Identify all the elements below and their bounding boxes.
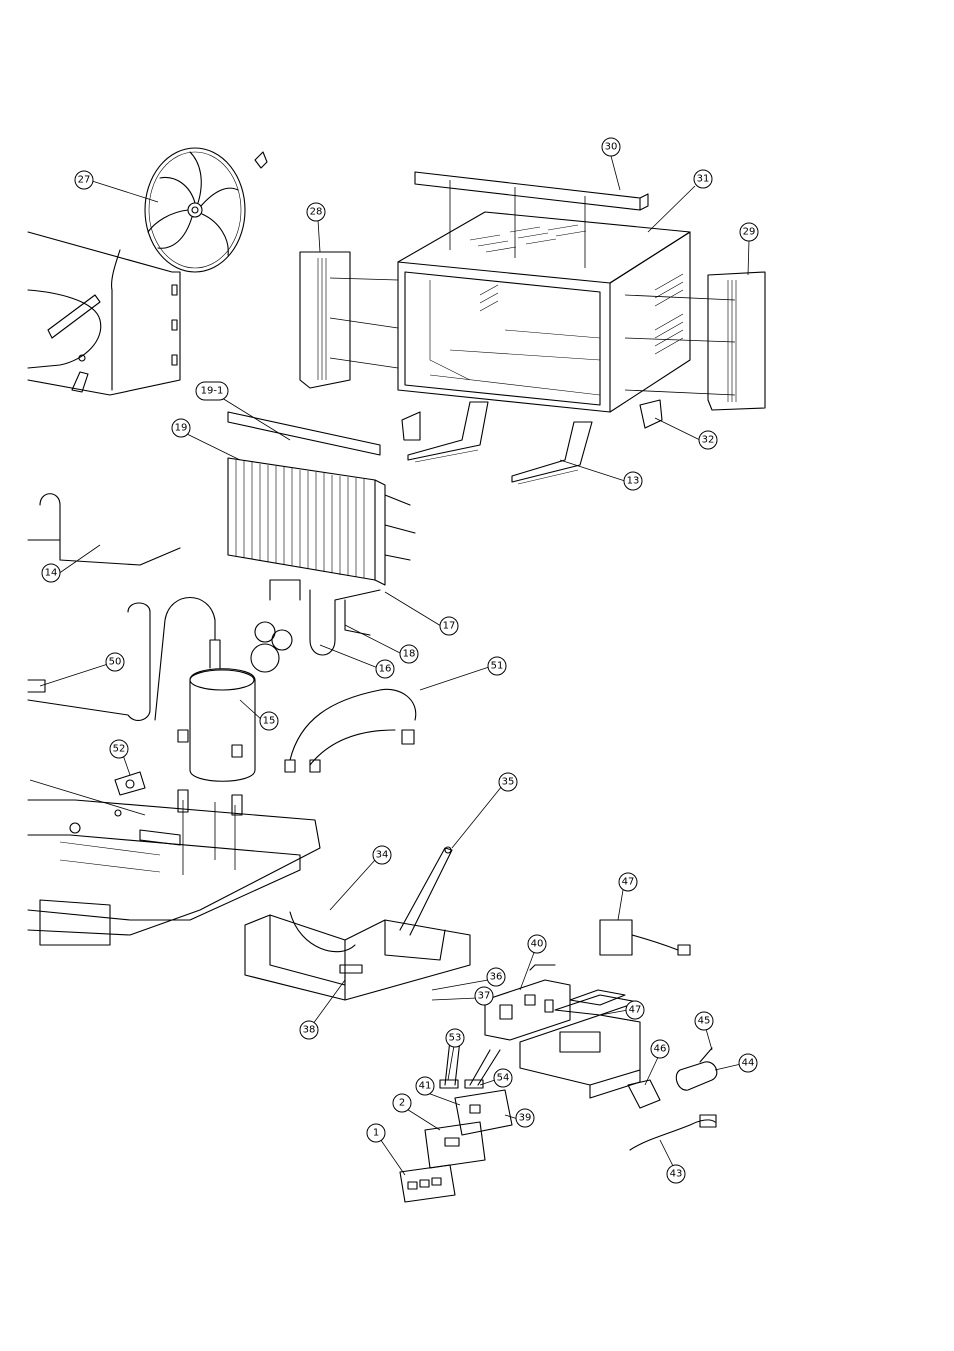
callout-17: 17 [439, 616, 459, 636]
callout-50: 50 [105, 652, 125, 672]
bracket-part [401, 399, 663, 441]
svg-text:35: 35 [502, 777, 515, 788]
callout-13: 13 [623, 471, 643, 491]
callout-18: 18 [399, 644, 419, 664]
svg-text:31: 31 [697, 174, 710, 185]
svg-text:17: 17 [443, 621, 456, 632]
svg-text:47: 47 [629, 1005, 642, 1016]
callout-52: 52 [109, 739, 129, 759]
side-curtain-right-part [624, 271, 766, 411]
svg-text:34: 34 [376, 850, 389, 861]
top-rail-part [414, 171, 649, 268]
callout-32: 32 [698, 430, 718, 450]
leader-lines [39, 155, 750, 1176]
svg-text:29: 29 [743, 227, 756, 238]
callout-31: 31 [693, 169, 713, 189]
piping-part [27, 493, 381, 721]
svg-text:27: 27 [78, 175, 91, 186]
callout-53: 53 [445, 1028, 465, 1048]
svg-text:18: 18 [403, 649, 416, 660]
callout-36: 36 [486, 967, 506, 987]
callout-19: 19 [171, 418, 191, 438]
callout-47-transformer: 47 [618, 872, 638, 892]
svg-text:52: 52 [113, 744, 126, 755]
display-harness-part [439, 1039, 501, 1089]
svg-text:2: 2 [399, 1098, 405, 1109]
callout-37: 37 [474, 986, 494, 1006]
foam-base-part [244, 846, 471, 1001]
callout-54: 54 [493, 1068, 513, 1088]
callout-2: 2 [392, 1093, 412, 1113]
condenser-coil-part [227, 457, 416, 586]
svg-text:43: 43 [670, 1169, 683, 1180]
svg-text:14: 14 [45, 568, 58, 579]
svg-text:46: 46 [654, 1044, 667, 1055]
callout-43: 43 [666, 1164, 686, 1184]
fan-shroud-part [27, 231, 181, 396]
fan-blade-part [144, 147, 268, 273]
svg-text:41: 41 [419, 1081, 432, 1092]
base-pan-part [27, 779, 321, 946]
svg-text:51: 51 [491, 661, 504, 672]
button-cover-part [399, 1164, 456, 1203]
transformer-part [599, 919, 691, 956]
svg-text:47: 47 [622, 877, 635, 888]
compressor-part [177, 621, 293, 816]
thermistor-part [629, 1114, 717, 1151]
display-pcb-part [454, 1089, 513, 1136]
base-rail-left-part [407, 401, 489, 463]
svg-text:13: 13 [627, 476, 640, 487]
main-pcb-part [484, 964, 571, 1041]
callout-34: 34 [372, 845, 392, 865]
svg-text:39: 39 [519, 1113, 532, 1124]
svg-text:54: 54 [497, 1073, 510, 1084]
svg-text:37: 37 [478, 991, 491, 1002]
svg-text:32: 32 [702, 435, 715, 446]
condenser-cover-part [227, 411, 381, 456]
control-box-part [519, 989, 641, 1099]
svg-text:15: 15 [263, 716, 276, 727]
callout-46: 46 [650, 1039, 670, 1059]
callout-16: 16 [375, 659, 395, 679]
callout-44: 44 [738, 1053, 758, 1073]
cabinet-part [397, 211, 691, 413]
callout-15: 15 [259, 711, 279, 731]
callout-30: 30 [601, 137, 621, 157]
wire-harness-part [284, 688, 417, 773]
svg-text:38: 38 [303, 1025, 316, 1036]
callout-39: 39 [515, 1108, 535, 1128]
callout-14: 14 [41, 563, 61, 583]
svg-text:30: 30 [605, 142, 618, 153]
svg-text:19-1: 19-1 [201, 386, 224, 397]
control-panel-part [424, 1121, 486, 1169]
svg-text:45: 45 [698, 1016, 711, 1027]
callout-1: 1 [366, 1123, 386, 1143]
base-rail-right-part [511, 421, 593, 485]
callout-41: 41 [415, 1076, 435, 1096]
svg-text:53: 53 [449, 1033, 462, 1044]
svg-text:44: 44 [742, 1058, 755, 1069]
callout-29: 29 [739, 222, 759, 242]
svg-text:36: 36 [490, 972, 503, 983]
callout-47-box: 47 [625, 1000, 645, 1020]
svg-text:50: 50 [109, 657, 122, 668]
callout-45: 45 [694, 1011, 714, 1031]
svg-text:40: 40 [531, 939, 544, 950]
callout-28: 28 [306, 202, 326, 222]
svg-text:28: 28 [310, 207, 323, 218]
callout-38: 38 [299, 1020, 319, 1040]
callout-19-1: 19-1 [195, 381, 229, 401]
overload-protector-part [114, 771, 146, 796]
callout-40: 40 [527, 934, 547, 954]
callout-35: 35 [498, 772, 518, 792]
side-curtain-left-part [299, 251, 399, 389]
synchronous-motor-part [627, 1079, 661, 1109]
svg-text:1: 1 [373, 1128, 379, 1139]
svg-text:19: 19 [175, 423, 188, 434]
svg-text:16: 16 [379, 664, 392, 675]
capacitor-part [675, 1047, 718, 1091]
callout-27: 27 [74, 170, 94, 190]
callout-51: 51 [487, 656, 507, 676]
